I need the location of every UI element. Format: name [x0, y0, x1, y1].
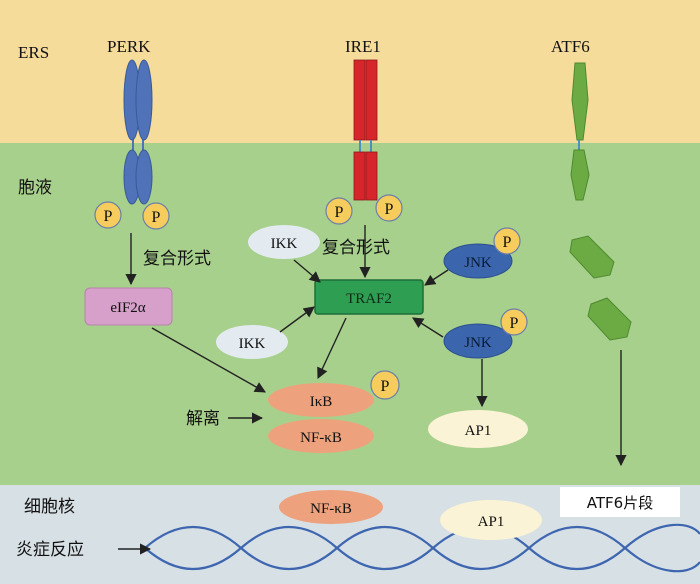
- eif2a-node: eIF2α: [84, 287, 173, 326]
- ire1-receptor: [353, 59, 378, 201]
- perk-phospho-right: P: [142, 202, 170, 230]
- arrow-traf2-to-ikb: [317, 317, 347, 380]
- svg-text:P: P: [510, 315, 519, 332]
- ikk-node-lower: IKK: [216, 325, 288, 359]
- ire1-phospho-right: P: [375, 194, 403, 222]
- jnk-node-lower: JNK: [443, 323, 513, 359]
- jnk-phospho-upper: P: [493, 227, 521, 255]
- svg-text:IκB: IκB: [310, 394, 333, 410]
- nucleus-region-label: 细胞核: [24, 497, 75, 517]
- svg-text:ATF6片段: ATF6片段: [587, 494, 653, 512]
- svg-text:JNK: JNK: [464, 335, 492, 351]
- svg-text:IKK: IKK: [239, 336, 266, 352]
- ers-region-label: ERS: [18, 43, 49, 62]
- arrow-eif2a-to-ikb: [151, 327, 266, 393]
- svg-text:JNK: JNK: [464, 255, 492, 271]
- atf6-fragment-lower: [587, 297, 632, 341]
- svg-text:P: P: [152, 209, 161, 226]
- jnk-node-upper: JNK: [443, 243, 513, 279]
- svg-text:TRAF2: TRAF2: [346, 291, 392, 307]
- svg-text:P: P: [385, 201, 394, 218]
- pathway-arrows: [118, 225, 627, 555]
- atf6-fragment-upper: [569, 235, 615, 279]
- perk-label: PERK: [107, 37, 151, 56]
- cytoplasm-region-label: 胞液: [18, 178, 52, 198]
- nfkb-nucleus-node: NF-κB: [279, 490, 383, 524]
- svg-text:NF-κB: NF-κB: [300, 430, 342, 446]
- svg-text:P: P: [381, 378, 390, 395]
- svg-text:eIF2α: eIF2α: [110, 300, 145, 316]
- ikb-phospho: P: [370, 370, 400, 400]
- ap1-cytoplasm-node: AP1: [428, 410, 528, 448]
- svg-text:P: P: [335, 204, 344, 221]
- atf6-receptor: [570, 62, 590, 201]
- ers-region: [0, 0, 700, 143]
- svg-text:IKK: IKK: [271, 236, 298, 252]
- nfkb-cytoplasm-node: NF-κB: [268, 419, 374, 453]
- svg-text:P: P: [503, 234, 512, 251]
- ikk-node-upper: IKK: [248, 225, 320, 259]
- ire1-complex-label: 复合形式: [322, 238, 390, 258]
- arrow-ikk-lower-to-traf2: [279, 306, 315, 333]
- ikb-node: IκB: [268, 383, 374, 417]
- inflammation-label: 炎症反应: [16, 540, 84, 560]
- svg-text:AP1: AP1: [465, 423, 492, 439]
- ire1-phospho-left: P: [325, 197, 353, 225]
- atf6-fragment-node: ATF6片段: [560, 487, 680, 517]
- arrow-ikk-upper-to-traf2: [293, 259, 321, 283]
- atf6-label: ATF6: [551, 37, 590, 56]
- perk-phospho-left: P: [94, 201, 122, 229]
- dissociation-label: 解离: [186, 409, 220, 429]
- svg-text:AP1: AP1: [478, 514, 505, 530]
- traf2-node: TRAF2: [314, 279, 424, 315]
- perk-complex-label: 复合形式: [143, 249, 211, 269]
- perk-receptor: [123, 59, 153, 205]
- svg-text:P: P: [104, 208, 113, 225]
- ire1-label: IRE1: [345, 37, 381, 56]
- ap1-nucleus-node: AP1: [440, 500, 542, 540]
- arrow-jnk-lower-to-traf2: [412, 317, 444, 338]
- dna-strand-2: [144, 523, 700, 570]
- arrow-jnk-upper-to-traf2: [424, 269, 449, 286]
- jnk-phospho-lower: P: [500, 308, 528, 336]
- svg-text:NF-κB: NF-κB: [310, 501, 352, 517]
